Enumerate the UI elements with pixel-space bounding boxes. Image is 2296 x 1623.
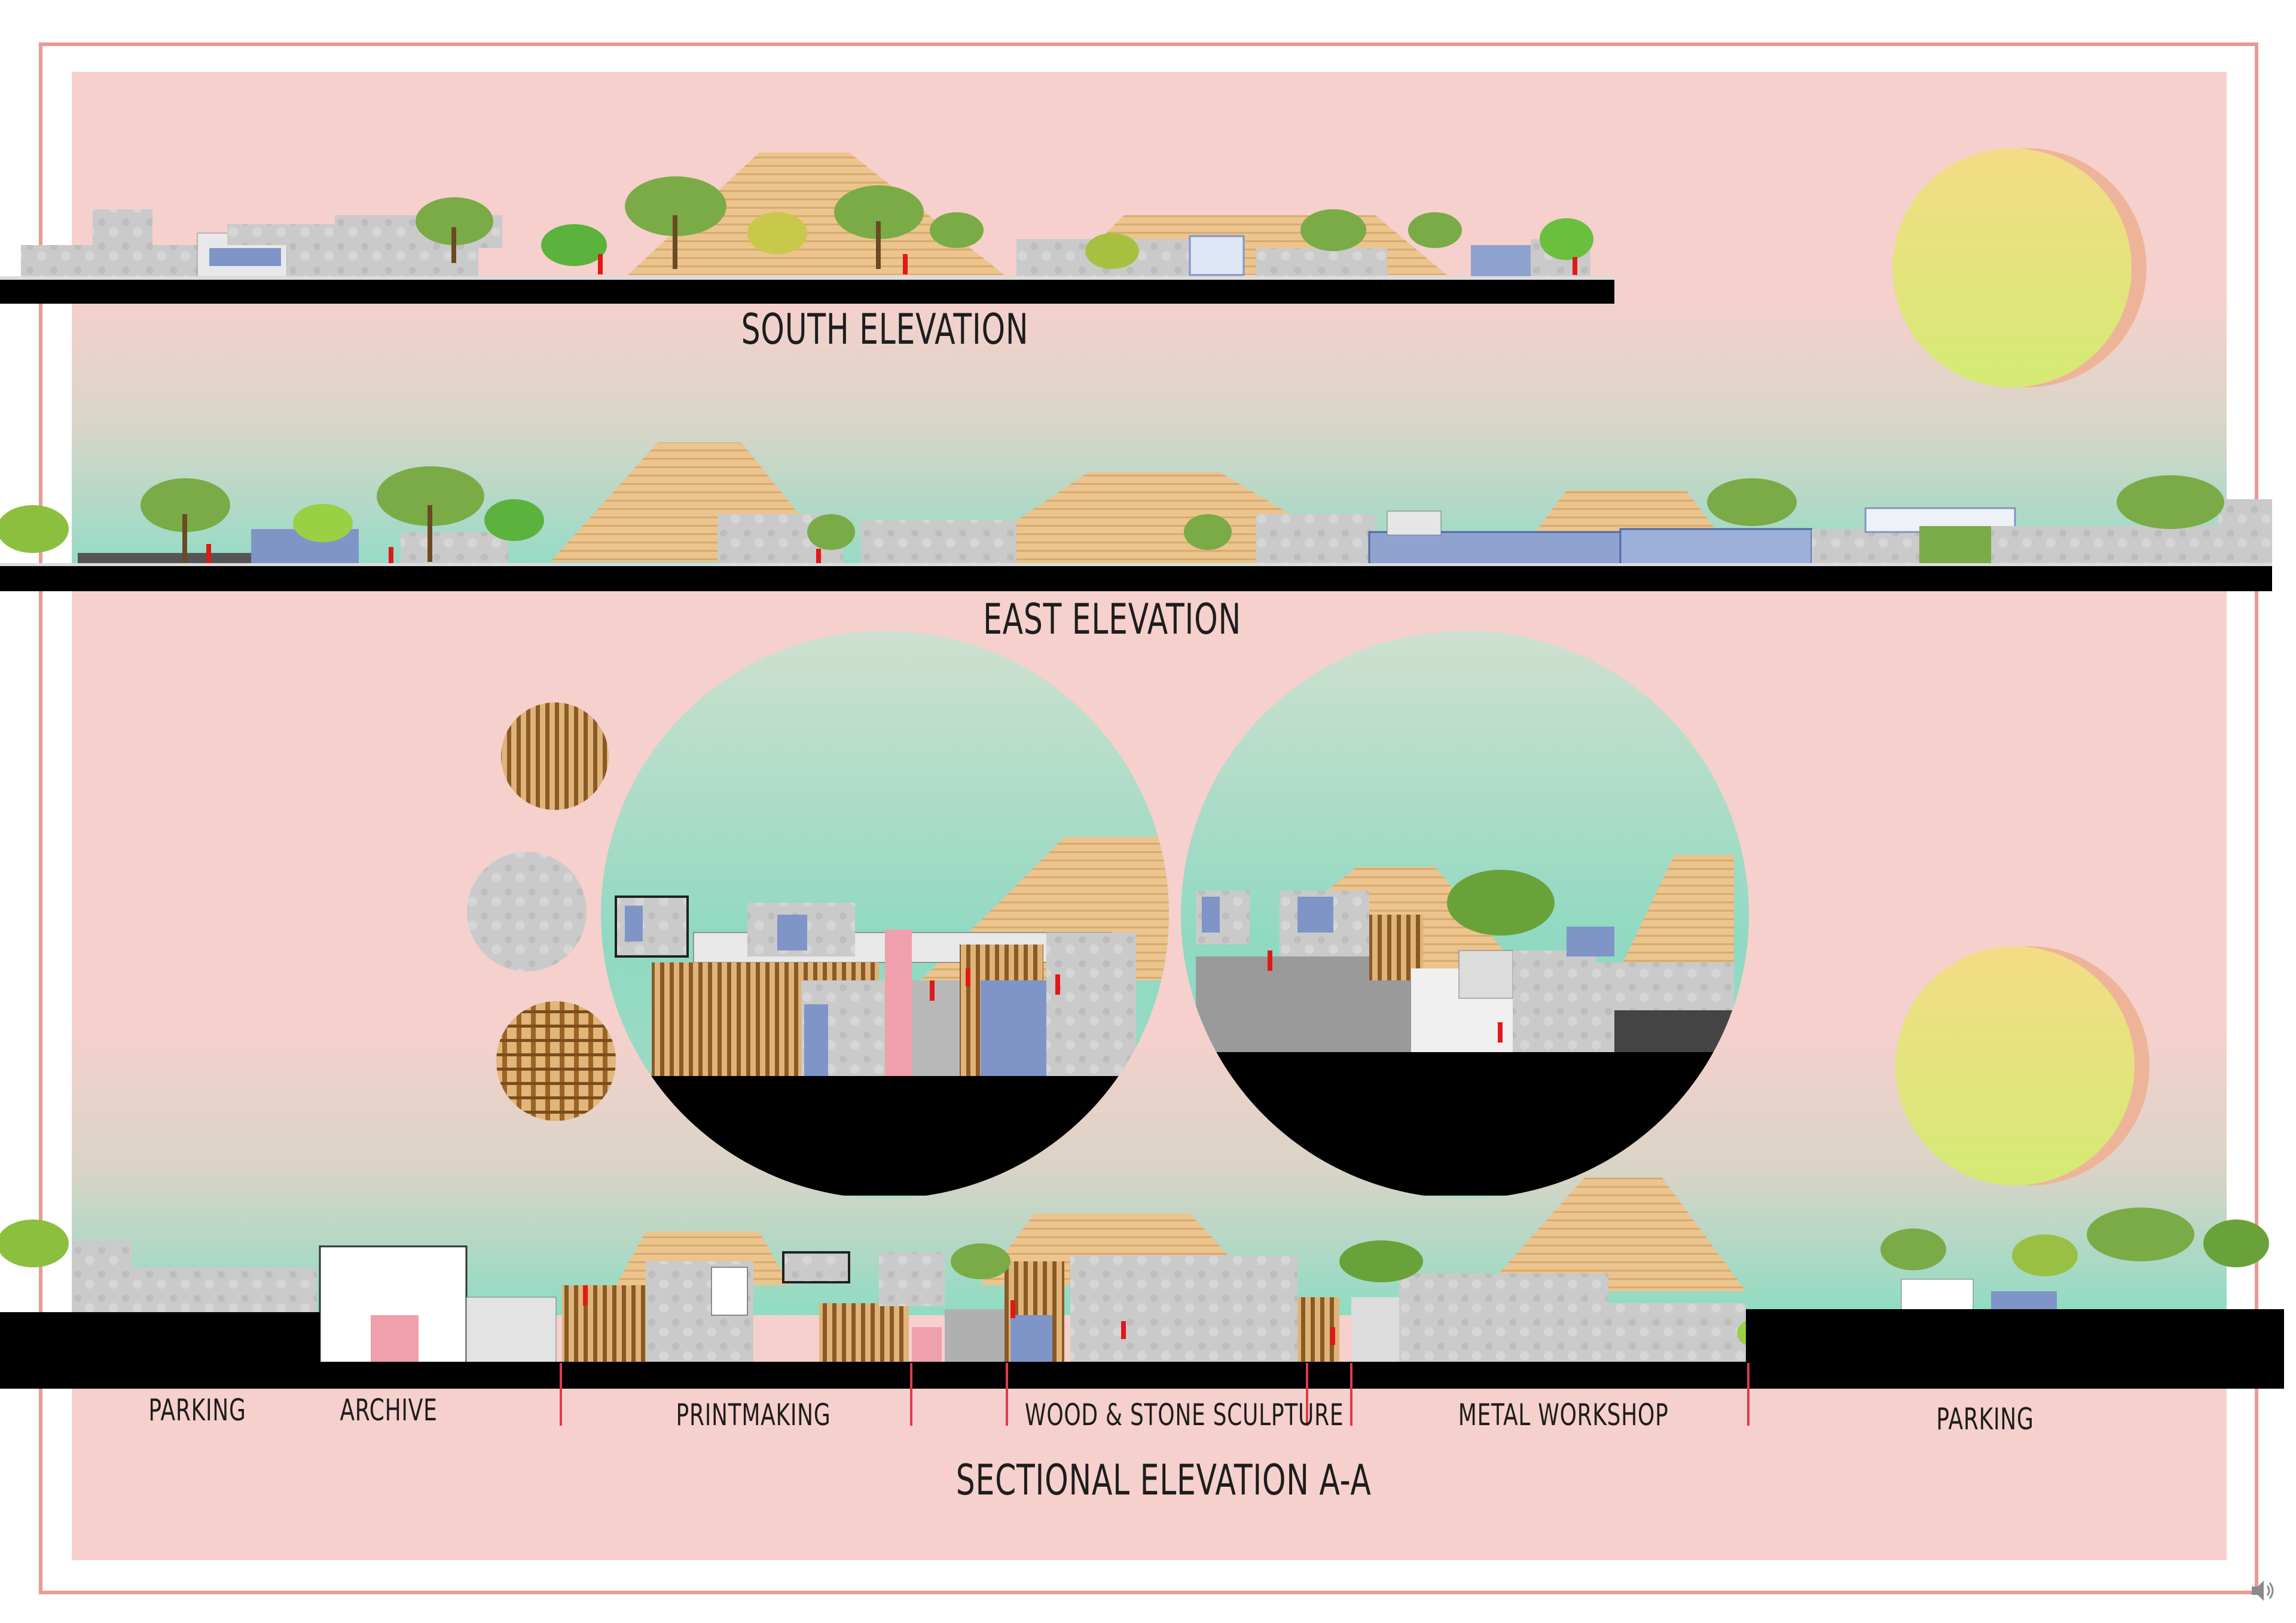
outer-frame <box>39 42 2258 1594</box>
section-building <box>879 1252 945 1306</box>
section-building <box>562 1285 646 1363</box>
section-ground-right <box>1746 1309 2284 1363</box>
zone-label-archive: ARCHIVE <box>340 1393 438 1428</box>
east-mound-3 <box>1531 490 1722 538</box>
section-elevation-title: SECTIONAL ELEVATION A-A <box>955 1456 1372 1505</box>
zone-label-parking-west: PARKING <box>148 1393 246 1428</box>
section-building <box>466 1297 557 1364</box>
section-building <box>711 1267 748 1316</box>
section-archive-pink <box>371 1315 419 1363</box>
east-ground <box>0 566 2272 591</box>
south-mound-1 <box>628 152 1004 275</box>
east-glass <box>1368 531 1622 569</box>
south-building <box>21 245 200 278</box>
sun-top <box>1892 148 2147 387</box>
material-swatches <box>467 702 616 1121</box>
section-drawing <box>0 1178 2284 1426</box>
east-building <box>401 532 508 565</box>
south-ground <box>0 279 1614 304</box>
zone-dividers <box>560 1363 1750 1426</box>
speaker-icon[interactable] <box>2249 1577 2277 1604</box>
section-trees <box>0 1208 2269 1348</box>
south-people <box>598 254 1577 275</box>
section-building <box>1608 1303 1746 1363</box>
section-building <box>782 1251 850 1283</box>
south-elevation-title: SOUTH ELEVATION <box>741 305 1029 354</box>
section-building <box>1070 1255 1196 1363</box>
east-building <box>1919 526 1991 565</box>
zone-label-wood-stone: WOOD & STONE SCULPTURE <box>1025 1398 1344 1432</box>
east-glass <box>1619 528 1813 566</box>
swatch-wood-slat <box>501 702 609 810</box>
east-building <box>1387 511 1442 536</box>
south-glass <box>209 248 281 266</box>
section-glass <box>912 1327 942 1363</box>
section-people <box>583 1285 1335 1345</box>
east-trees <box>0 466 2224 562</box>
section-building <box>1351 1297 1399 1363</box>
section-ground-left <box>0 1312 320 1363</box>
zone-label-parking-east: PARKING <box>1936 1402 2034 1436</box>
south-elevation-drawing <box>0 152 1614 304</box>
east-building <box>78 553 275 565</box>
south-building <box>93 209 152 248</box>
section-building <box>819 1303 909 1363</box>
section-building <box>1196 1255 1297 1363</box>
section-ground <box>0 1362 2284 1389</box>
south-ground-line <box>0 276 1614 280</box>
south-building <box>1256 248 1387 278</box>
swatch-wood-lattice <box>496 1001 616 1121</box>
east-building <box>1812 529 1931 565</box>
south-trees <box>416 176 1593 269</box>
east-people <box>206 544 821 566</box>
sun-bottom <box>1895 946 2150 1185</box>
section-building <box>1399 1273 1608 1363</box>
section-building <box>90 1267 317 1315</box>
swatch-stone <box>467 852 587 971</box>
east-elevation-title: EAST ELEVATION <box>983 595 1241 644</box>
section-glass <box>1010 1315 1052 1363</box>
south-building <box>287 245 478 278</box>
east-elevation-drawing <box>0 442 2272 591</box>
east-building <box>1256 514 1375 565</box>
section-mound-3 <box>1483 1178 1746 1291</box>
zone-label-metal: METAL WORKSHOP <box>1458 1398 1669 1432</box>
south-glass <box>1189 235 1245 276</box>
east-ground-line <box>0 563 2272 567</box>
east-building <box>1991 526 2218 565</box>
section-building <box>945 1309 1004 1363</box>
east-building <box>2218 499 2272 565</box>
zone-label-printmaking: PRINTMAKING <box>676 1398 831 1432</box>
east-building <box>861 520 1016 565</box>
